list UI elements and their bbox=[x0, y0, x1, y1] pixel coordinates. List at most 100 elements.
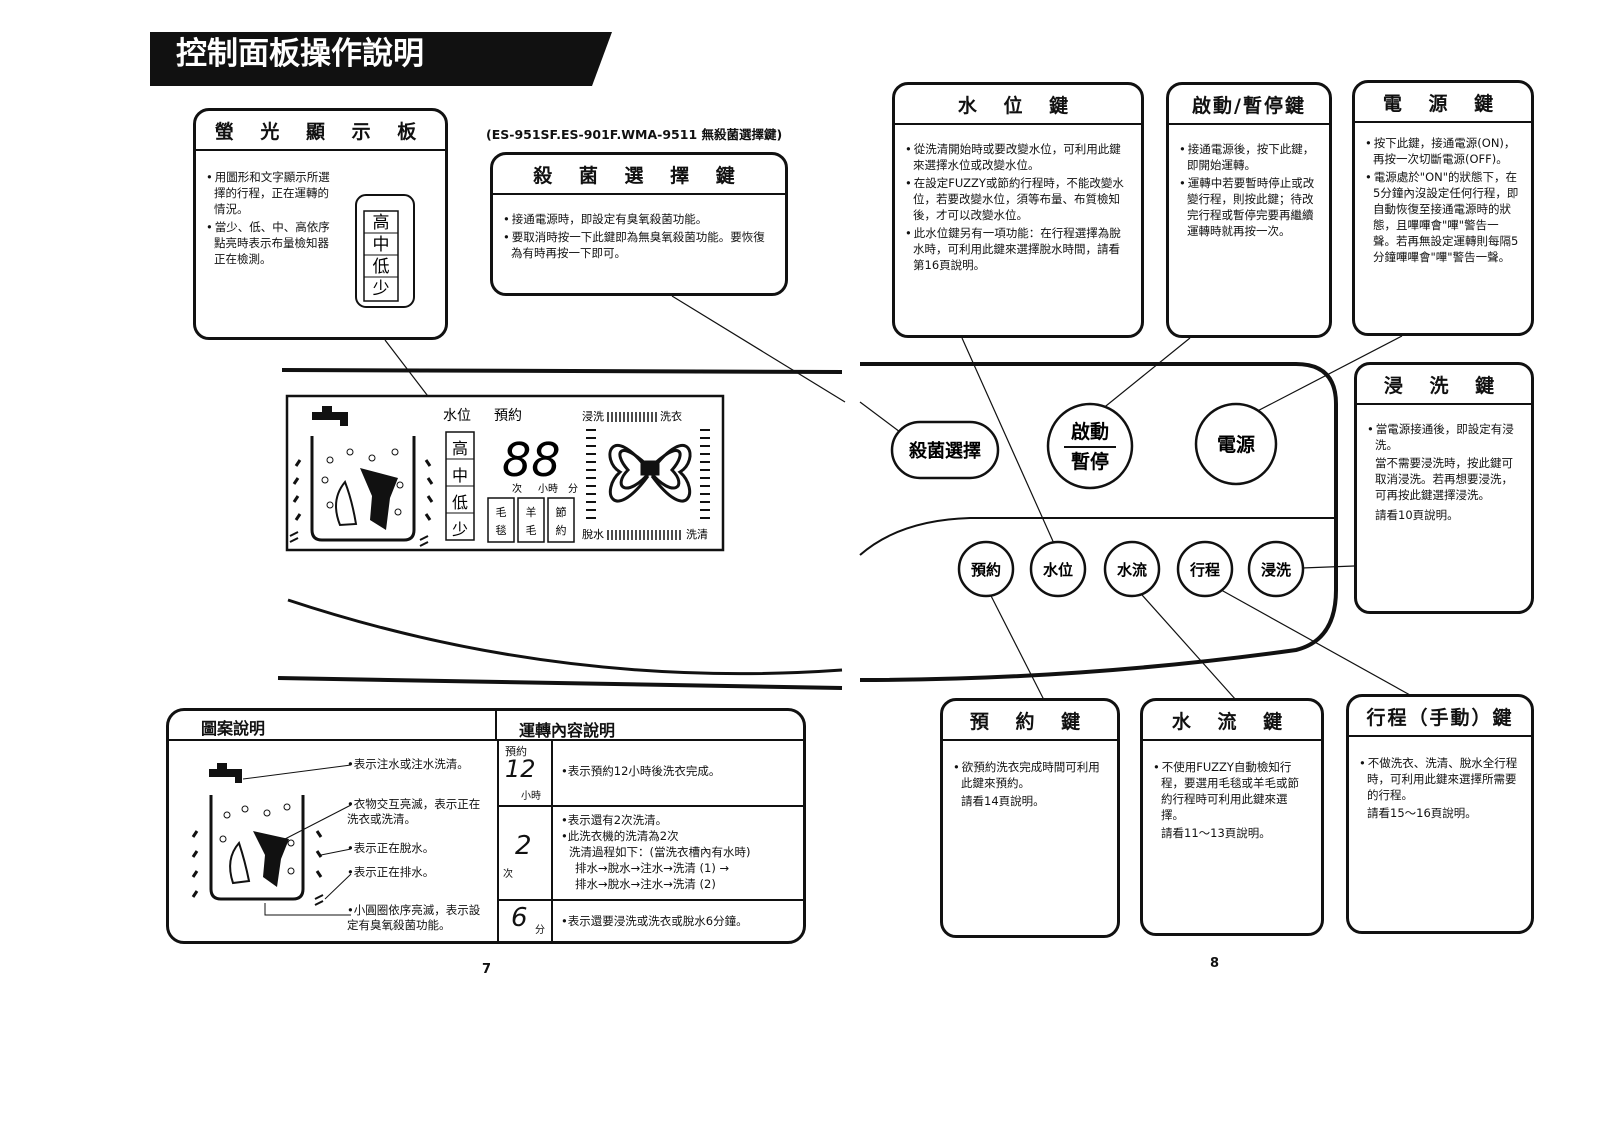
water-flow-button[interactable]: 水流 bbox=[1103, 540, 1161, 598]
faucet-icon bbox=[312, 406, 348, 426]
power-key-box: 電 源 鍵 按下此鍵，接通電源(ON)，再按一次切斷電源(OFF)。 電源處於"… bbox=[1352, 80, 1534, 336]
legend-title: 圖案說明 bbox=[169, 711, 497, 741]
lcd-label-spin: 脫水 bbox=[582, 527, 604, 541]
lcd-level-low: 低 bbox=[452, 493, 468, 512]
operation-row: 預約 12 小時 •表示預約12小時後洗衣完成。 bbox=[499, 741, 803, 807]
legend-faucet-icon bbox=[209, 763, 242, 783]
sterilize-item: 要取消時按一下此鍵即為無臭氧殺菌功能。要恢復為有時再按一下即可。 bbox=[511, 229, 773, 261]
power-item: 電源處於"ON"的狀態下，在5分鐘內沒設定任何行程，即自動恢復至接通電源時的狀態… bbox=[1373, 169, 1519, 265]
lcd-top-bars bbox=[607, 412, 657, 422]
legend-item-1: •表示注水或注水洗清。 bbox=[347, 757, 469, 771]
start-pause-item: 運轉中若要暫時停止或改變行程，則按此鍵；待改完行程或暫停完要再繼續運轉時就再按一… bbox=[1187, 175, 1317, 239]
soak-item: 當電源接通後，即設定有浸洗。 bbox=[1375, 421, 1519, 453]
level-mid: 中 bbox=[373, 235, 390, 255]
agitator-swirl-icon bbox=[608, 444, 692, 503]
display-panel-item: 當少、低、中、高依序點亮時表示布量檢知器正在檢測。 bbox=[214, 219, 332, 267]
water-flow-button-label: 水流 bbox=[1117, 561, 1147, 579]
digit-2: 2 bbox=[515, 831, 532, 861]
operation-table: 預約 12 小時 •表示預約12小時後洗衣完成。 2 次 •表示還有2次洗清。 … bbox=[499, 741, 803, 941]
sterilize-key-title: 殺 菌 選 擇 鍵 bbox=[493, 155, 785, 195]
soak-ref: 請看10頁說明。 bbox=[1375, 508, 1459, 522]
course-key-box: 行程（手動）鍵 不做洗衣、洗清、脫水全行程時，可利用此鍵來選擇所需要的行程。 請… bbox=[1346, 694, 1534, 934]
legend-item-5: •小圓圈依序亮滅，表示設定有臭氧殺菌功能。 bbox=[347, 903, 481, 932]
water-flow-key-box: 水 流 鍵 不使用FUZZY自動檢知行程，要選用毛毯或羊毛或節約行程時可利用此鍵… bbox=[1140, 698, 1324, 936]
lcd-label-rinse: 洗清 bbox=[686, 528, 708, 541]
mode-blanket-1: 毛 bbox=[496, 506, 507, 519]
water-level-item: 在設定FUZZY或節約行程時，不能改變水位，若要改變水位，須等布量、布質檢知後，… bbox=[913, 175, 1129, 223]
soak-note: 當不需要浸洗時，按此鍵可取消浸洗。若再想要浸洗，可再按此鍵選擇浸洗。 bbox=[1375, 456, 1513, 502]
power-item: 按下此鍵，接通電源(ON)，再按一次切斷電源(OFF)。 bbox=[1373, 135, 1519, 167]
lcd-label-soak: 浸洗 bbox=[582, 410, 604, 423]
digit-12: 12 bbox=[505, 755, 536, 783]
digit-6: 6 bbox=[511, 903, 528, 933]
timer-ref: 請看14頁說明。 bbox=[961, 794, 1045, 808]
mode-save-2: 約 bbox=[556, 523, 567, 537]
operation-title: 運轉內容說明 bbox=[497, 711, 803, 741]
level-low: 低 bbox=[373, 257, 390, 277]
soak-key-title: 浸 洗 鍵 bbox=[1357, 365, 1531, 405]
mode-save-1: 節 bbox=[556, 505, 567, 519]
display-panel-title: 螢 光 顯 示 板 bbox=[196, 111, 445, 151]
mode-wool-2: 毛 bbox=[526, 524, 537, 537]
sterilize-key-box: 殺 菌 選 擇 鍵 接通電源時，即設定有臭氧殺菌功能。 要取消時按一下此鍵即為無… bbox=[490, 152, 788, 296]
soak-button[interactable]: 浸洗 bbox=[1247, 540, 1305, 598]
course-button-label: 行程 bbox=[1189, 561, 1220, 579]
lcd-mode-boxes: 毛 毯 羊 毛 節 約 bbox=[487, 497, 575, 543]
water-flow-item: 不使用FUZZY自動檢知行程，要選用毛毯或羊毛或節約行程時可利用此鍵來選擇。 bbox=[1161, 759, 1309, 823]
model-note: (ES-951SF.ES-901F.WMA-9511 無殺菌選擇鍵) bbox=[486, 127, 783, 142]
lcd-bottom-bars bbox=[607, 530, 681, 540]
timer-item: 欲預約洗衣完成時間可利用此鍵來預約。 bbox=[961, 759, 1105, 791]
lcd-level-mid: 中 bbox=[452, 466, 468, 485]
lcd-unit-times: 次 bbox=[512, 482, 522, 495]
pause-label: 暫停 bbox=[1071, 450, 1109, 473]
start-pause-key-box: 啟動/暫停鍵 接通電源後，按下此鍵，即開始運轉。 運轉中若要暫時停止或改變行程，… bbox=[1166, 82, 1332, 338]
level-bracket-figure: 高 中 低 少 bbox=[355, 194, 415, 308]
timer-button-label: 預約 bbox=[971, 561, 1001, 579]
level-few: 少 bbox=[373, 279, 390, 299]
soak-key-box: 浸 洗 鍵 當電源接通後，即設定有浸洗。 當不需要浸洗時，按此鍵可取消浸洗。若再… bbox=[1354, 362, 1534, 614]
spin-marks-icon bbox=[289, 459, 434, 547]
water-level-key-box: 水 位 鍵 從洗清開始時或要改變水位，可利用此鍵來選擇水位或改變水位。 在設定F… bbox=[892, 82, 1144, 338]
mode-wool-1: 羊 bbox=[526, 505, 537, 519]
legend-item-4: •表示正在排水。 bbox=[347, 865, 435, 879]
start-label: 啟動 bbox=[1071, 420, 1109, 443]
level-high: 高 bbox=[373, 213, 390, 233]
operation-row: 6 分 •表示還要浸洗或洗衣或脫水6分鐘。 bbox=[499, 899, 803, 941]
mode-blanket-2: 毯 bbox=[496, 523, 507, 537]
legend-item-2: •衣物交互亮滅，表示正在洗衣或洗清。 bbox=[347, 797, 481, 826]
operation-row: 2 次 •表示還有2次洗清。 •此洗衣機的洗清為2次 洗清過程如下：(當洗衣槽內… bbox=[499, 805, 803, 901]
water-level-key-title: 水 位 鍵 bbox=[895, 85, 1141, 125]
water-level-button-label: 水位 bbox=[1043, 561, 1073, 579]
display-panel-box: 螢 光 顯 示 板 用圖形和文字顯示所選擇的行程，正在運轉的情況。 當少、低、中… bbox=[193, 108, 448, 340]
timer-button[interactable]: 預約 bbox=[957, 540, 1015, 598]
course-item: 不做洗衣、洗清、脫水全行程時，可利用此鍵來選擇所需要的行程。 bbox=[1367, 755, 1519, 803]
lcd-label-water: 水位 bbox=[443, 408, 471, 424]
lcd-side-bars bbox=[586, 429, 710, 519]
start-pause-item: 接通電源後，按下此鍵，即開始運轉。 bbox=[1187, 141, 1317, 173]
lcd-display: 水位 預約 高 中 低 少 88 次 小時 分 毛 毯 羊 毛 節 約 bbox=[285, 394, 725, 552]
lcd-level-few: 少 bbox=[452, 520, 468, 539]
course-key-title: 行程（手動）鍵 bbox=[1349, 697, 1531, 737]
water-flow-ref: 請看11～13頁說明。 bbox=[1161, 826, 1271, 840]
sterilize-button[interactable]: 殺菌選擇 bbox=[890, 420, 1000, 480]
water-level-button[interactable]: 水位 bbox=[1029, 540, 1087, 598]
course-button[interactable]: 行程 bbox=[1176, 540, 1234, 598]
title-banner: 控制面板操作說明 bbox=[150, 32, 612, 86]
water-flow-key-title: 水 流 鍵 bbox=[1143, 701, 1321, 741]
start-pause-button[interactable]: 啟動 暫停 bbox=[1046, 402, 1134, 490]
power-button[interactable]: 電源 bbox=[1194, 402, 1278, 486]
course-ref: 請看15～16頁說明。 bbox=[1367, 806, 1477, 820]
lcd-level-column: 高 中 低 少 bbox=[445, 431, 475, 541]
page-number-right: 8 bbox=[1210, 956, 1220, 971]
start-pause-key-title: 啟動/暫停鍵 bbox=[1169, 85, 1329, 125]
power-key-title: 電 源 鍵 bbox=[1355, 83, 1531, 123]
legend-operation-box: 圖案說明 運轉內容說明 •表示注水或注水洗清。 •衣物交互亮滅，表示正在洗衣或洗… bbox=[166, 708, 806, 944]
legend-figure bbox=[191, 763, 352, 916]
wash-tub-icon bbox=[310, 436, 416, 542]
lcd-level-high: 高 bbox=[452, 439, 468, 458]
lcd-unit-hour: 小時 bbox=[538, 483, 558, 495]
lcd-label-timer: 預約 bbox=[494, 408, 522, 424]
lcd-label-wash: 洗衣 bbox=[660, 409, 682, 423]
sterilize-button-label: 殺菌選擇 bbox=[908, 440, 981, 462]
